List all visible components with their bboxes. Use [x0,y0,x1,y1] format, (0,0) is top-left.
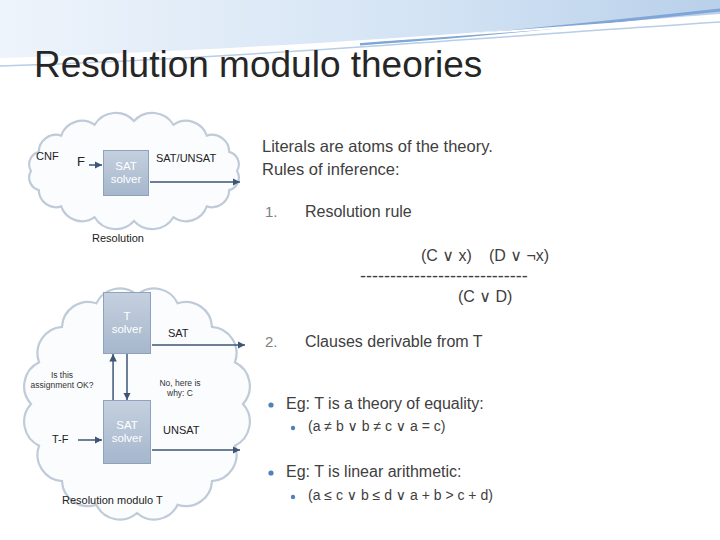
solver-box: SAT solver [103,400,151,464]
edge-label: No, here is why: C [153,379,207,398]
bullet [291,495,295,499]
cloud-group: CNFFSAT/UNSATResolutionSAT solver [22,112,246,230]
edge-label: Is this assignment OK? [30,371,94,390]
bullet [268,402,273,407]
cloud-text: SAT/UNSAT [156,152,216,164]
box-label: T solver [108,310,146,336]
solver-box: SAT solver [103,150,149,196]
cloud-shape [24,288,250,519]
cloud-text: Resolution modulo T [62,494,163,506]
slide-text: Literals are atoms of the theory. [262,137,493,155]
slide-text: Clauses derivable from T [305,333,483,351]
slide-text: ---------------------------- [360,266,528,286]
slide-text: (a ≤ c ∨ b ≤ d ∨ a + b > c + d) [308,488,493,504]
cloud-text: UNSAT [163,424,199,436]
bullets [268,402,295,499]
slide-text: Resolution rule [305,203,412,221]
cloud-text: T-F [52,433,69,445]
cloud-group: SAT T-F UNSAT Resolution modulo T T solverSA… [22,286,252,522]
bullet [268,470,273,475]
slide-text: 2. [265,334,278,351]
solver-box: T solver [103,292,151,354]
cloud-text: SAT [168,327,189,339]
cloud-text: Resolution [92,232,144,244]
slide-text: (a ≠ b ∨ b ≠ c ∨ a = c) [308,419,445,435]
slide-title: Resolution modulo theories [34,44,482,85]
slide-text: (C ∨ D) [458,288,512,306]
box-label: SAT solver [107,160,145,186]
slide-text: (C ∨ x) [421,247,472,265]
bullet [291,426,295,430]
slide-text: 1. [265,204,278,221]
slide-text: Eg: T is linear arithmetic: [286,463,461,481]
cloud-text: CNF [36,150,59,162]
box-label: SAT solver [108,419,146,445]
cloud-shape [29,113,239,229]
slide-text: Eg: T is a theory of equality: [286,395,484,413]
slide-text: Rules of inference: [262,160,400,178]
cloud-text: F [77,155,85,170]
slide-text: (D ∨ ¬x) [489,247,549,265]
